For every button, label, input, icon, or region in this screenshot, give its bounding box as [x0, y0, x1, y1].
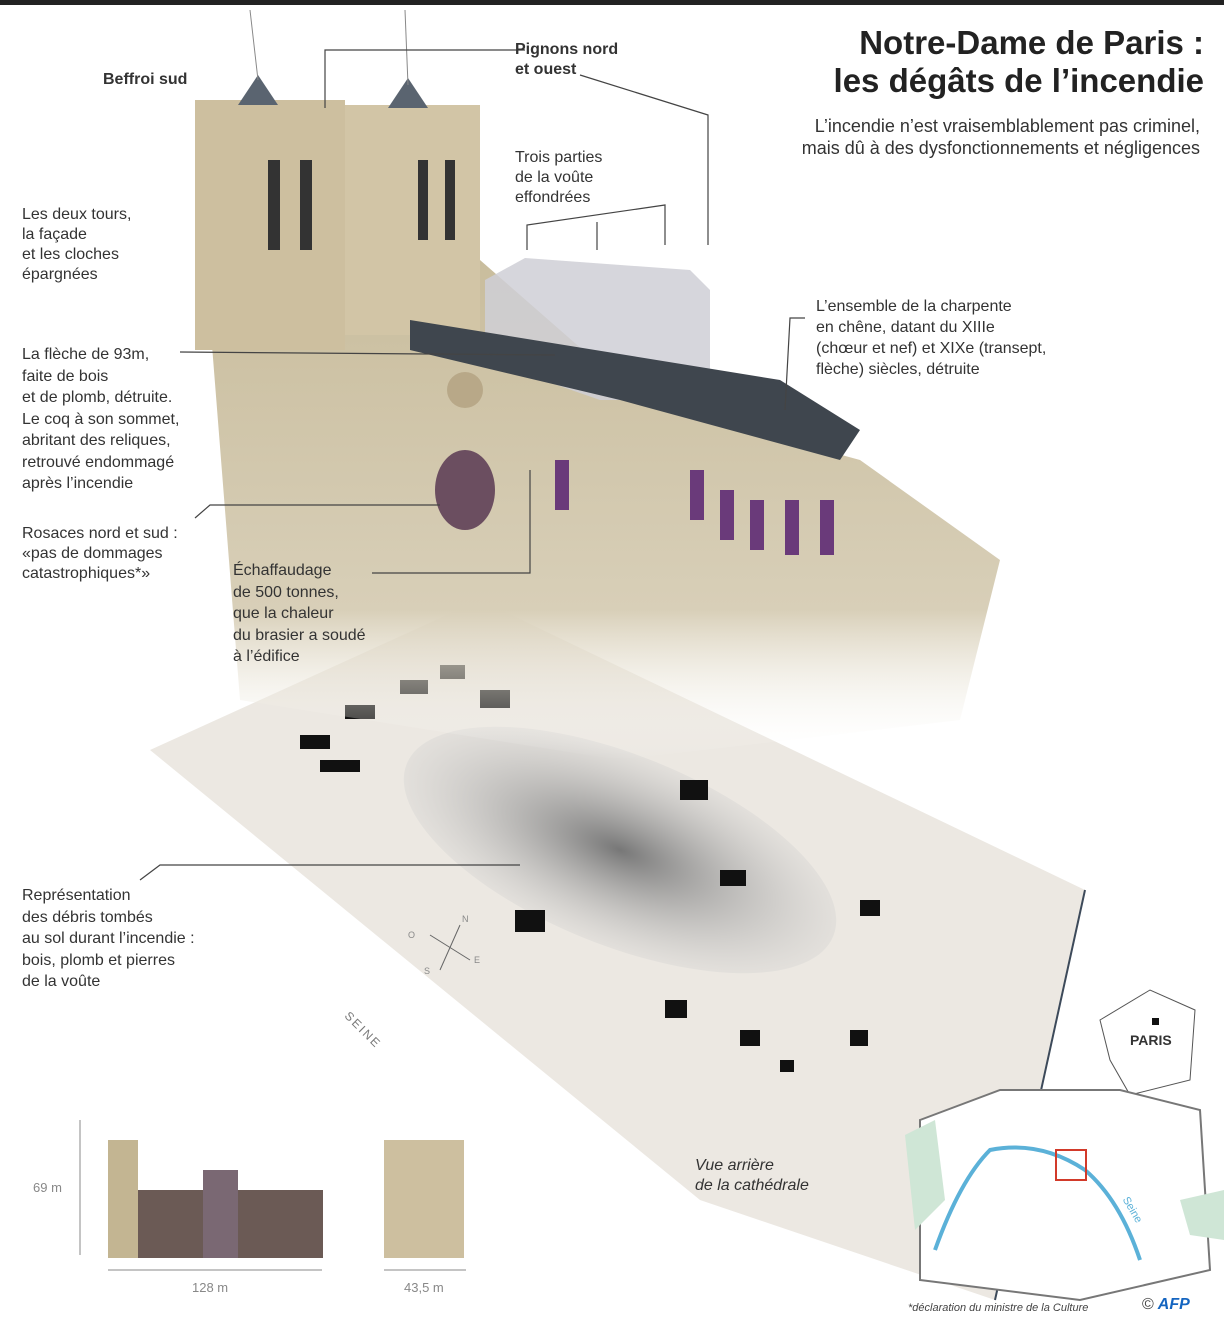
- location-map: [905, 989, 1224, 1302]
- tower-spire-south: [238, 75, 278, 105]
- cathedral-location-marker: [1055, 1149, 1087, 1181]
- brand-name: AFP: [1157, 1296, 1190, 1313]
- compass: [429, 924, 471, 971]
- tower-spire-north: [388, 78, 428, 108]
- dimension-height: 69 m: [33, 1180, 62, 1195]
- label-debris: Représentation des débris tombés au sol …: [22, 887, 195, 990]
- label-vue-arriere: Vue arrière de la cathédrale: [695, 1157, 809, 1194]
- label-fleche: La flèche de 93m, faite de bois et de pl…: [22, 346, 180, 492]
- subtitle-line-2: mais dû à des dysfonctionnements et négl…: [801, 138, 1200, 158]
- elevation-views: [79, 1120, 466, 1271]
- label-beffroi: Beffroi sud: [103, 71, 188, 88]
- rose-window: [435, 450, 495, 530]
- label-charpente: L’ensemble de la charpente en chêne, dat…: [816, 298, 1047, 378]
- footnote: *déclaration du ministre de la Culture: [908, 1302, 1089, 1314]
- compass-s: S: [424, 966, 431, 976]
- copyright-symbol: ©: [1142, 1296, 1154, 1313]
- page-title: Notre-Dame de Paris :les dégâts de l’inc…: [834, 24, 1204, 100]
- dimension-length: 128 m: [192, 1280, 229, 1295]
- title-line-1: Notre-Dame de Paris :: [859, 24, 1204, 61]
- subtitle: L’incendie n’est vraisemblablement pas c…: [802, 115, 1200, 159]
- seine-river: [933, 1145, 1142, 1261]
- label-paris: PARIS: [1130, 1032, 1172, 1048]
- debris-area: [403, 726, 837, 974]
- dimension-width: 43,5 m: [404, 1280, 444, 1295]
- label-rosaces: Rosaces nord et sud : «pas de dommages c…: [22, 525, 178, 582]
- cathedral-body: [195, 9, 1000, 760]
- label-voute: Trois parties de la voûte effondrées: [515, 149, 603, 206]
- leader-lines: [139, 49, 805, 881]
- compass-o: O: [408, 930, 416, 940]
- afp-logo: ©AFP: [1142, 1296, 1190, 1314]
- compass-e: E: [474, 955, 481, 965]
- label-tours: Les deux tours, la façade et les cloches…: [22, 206, 132, 283]
- label-echafaudage: Échaffaudage de 500 tonnes, que la chale…: [233, 562, 366, 665]
- compass-n: N: [462, 914, 469, 924]
- top-bar: [0, 0, 1224, 5]
- subtitle-line-1: L’incendie n’est vraisemblablement pas c…: [814, 116, 1200, 136]
- paris-marker: [1152, 1018, 1159, 1025]
- title-line-2: les dégâts de l’incendie: [833, 62, 1204, 99]
- label-pignons: Pignons nord et ouest: [515, 41, 619, 78]
